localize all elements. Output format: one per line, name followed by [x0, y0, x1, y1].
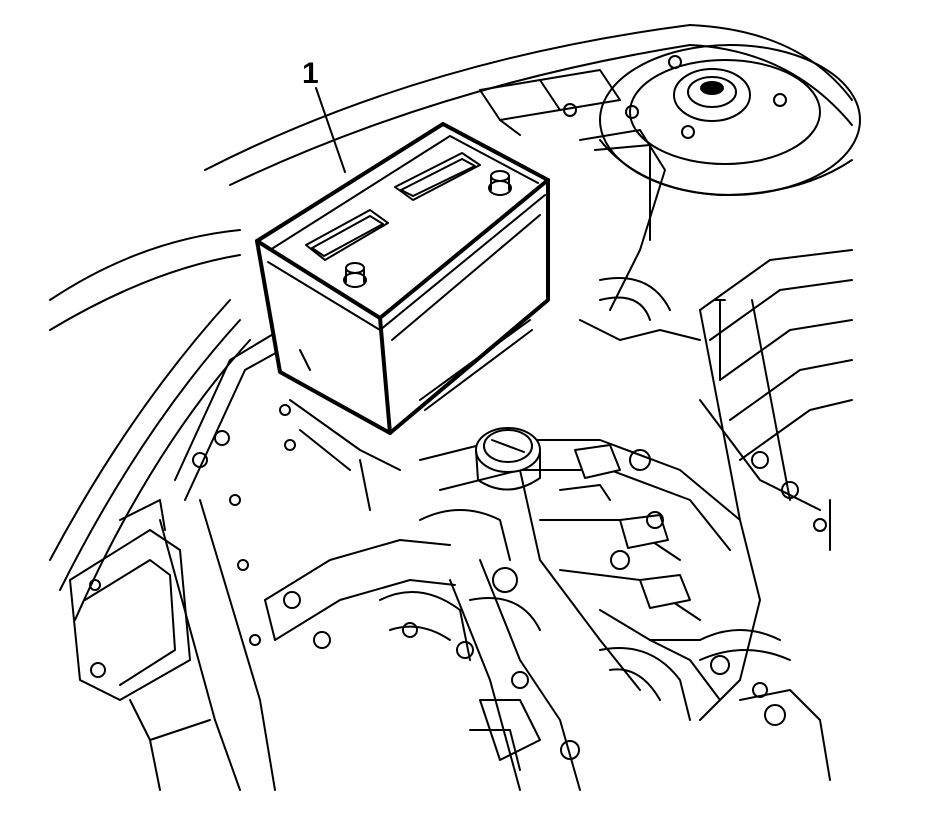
cross-brace — [264, 399, 456, 649]
battery — [255, 122, 550, 435]
inner-fender-rail — [479, 69, 666, 311]
lower-engine-details — [379, 509, 541, 771]
intake-manifold — [699, 249, 853, 551]
fender-and-hood-edge — [49, 24, 853, 621]
engine-cover — [419, 439, 761, 791]
ignition-coils — [559, 444, 721, 701]
strut-tower — [599, 44, 861, 196]
oil-fill-cap — [475, 427, 541, 491]
hoses-and-pipes — [560, 277, 831, 781]
callout-leader-line — [315, 87, 346, 173]
callout-1: 1 — [302, 57, 346, 173]
callout-label: 1 — [302, 57, 319, 90]
fuse-block — [69, 499, 211, 791]
